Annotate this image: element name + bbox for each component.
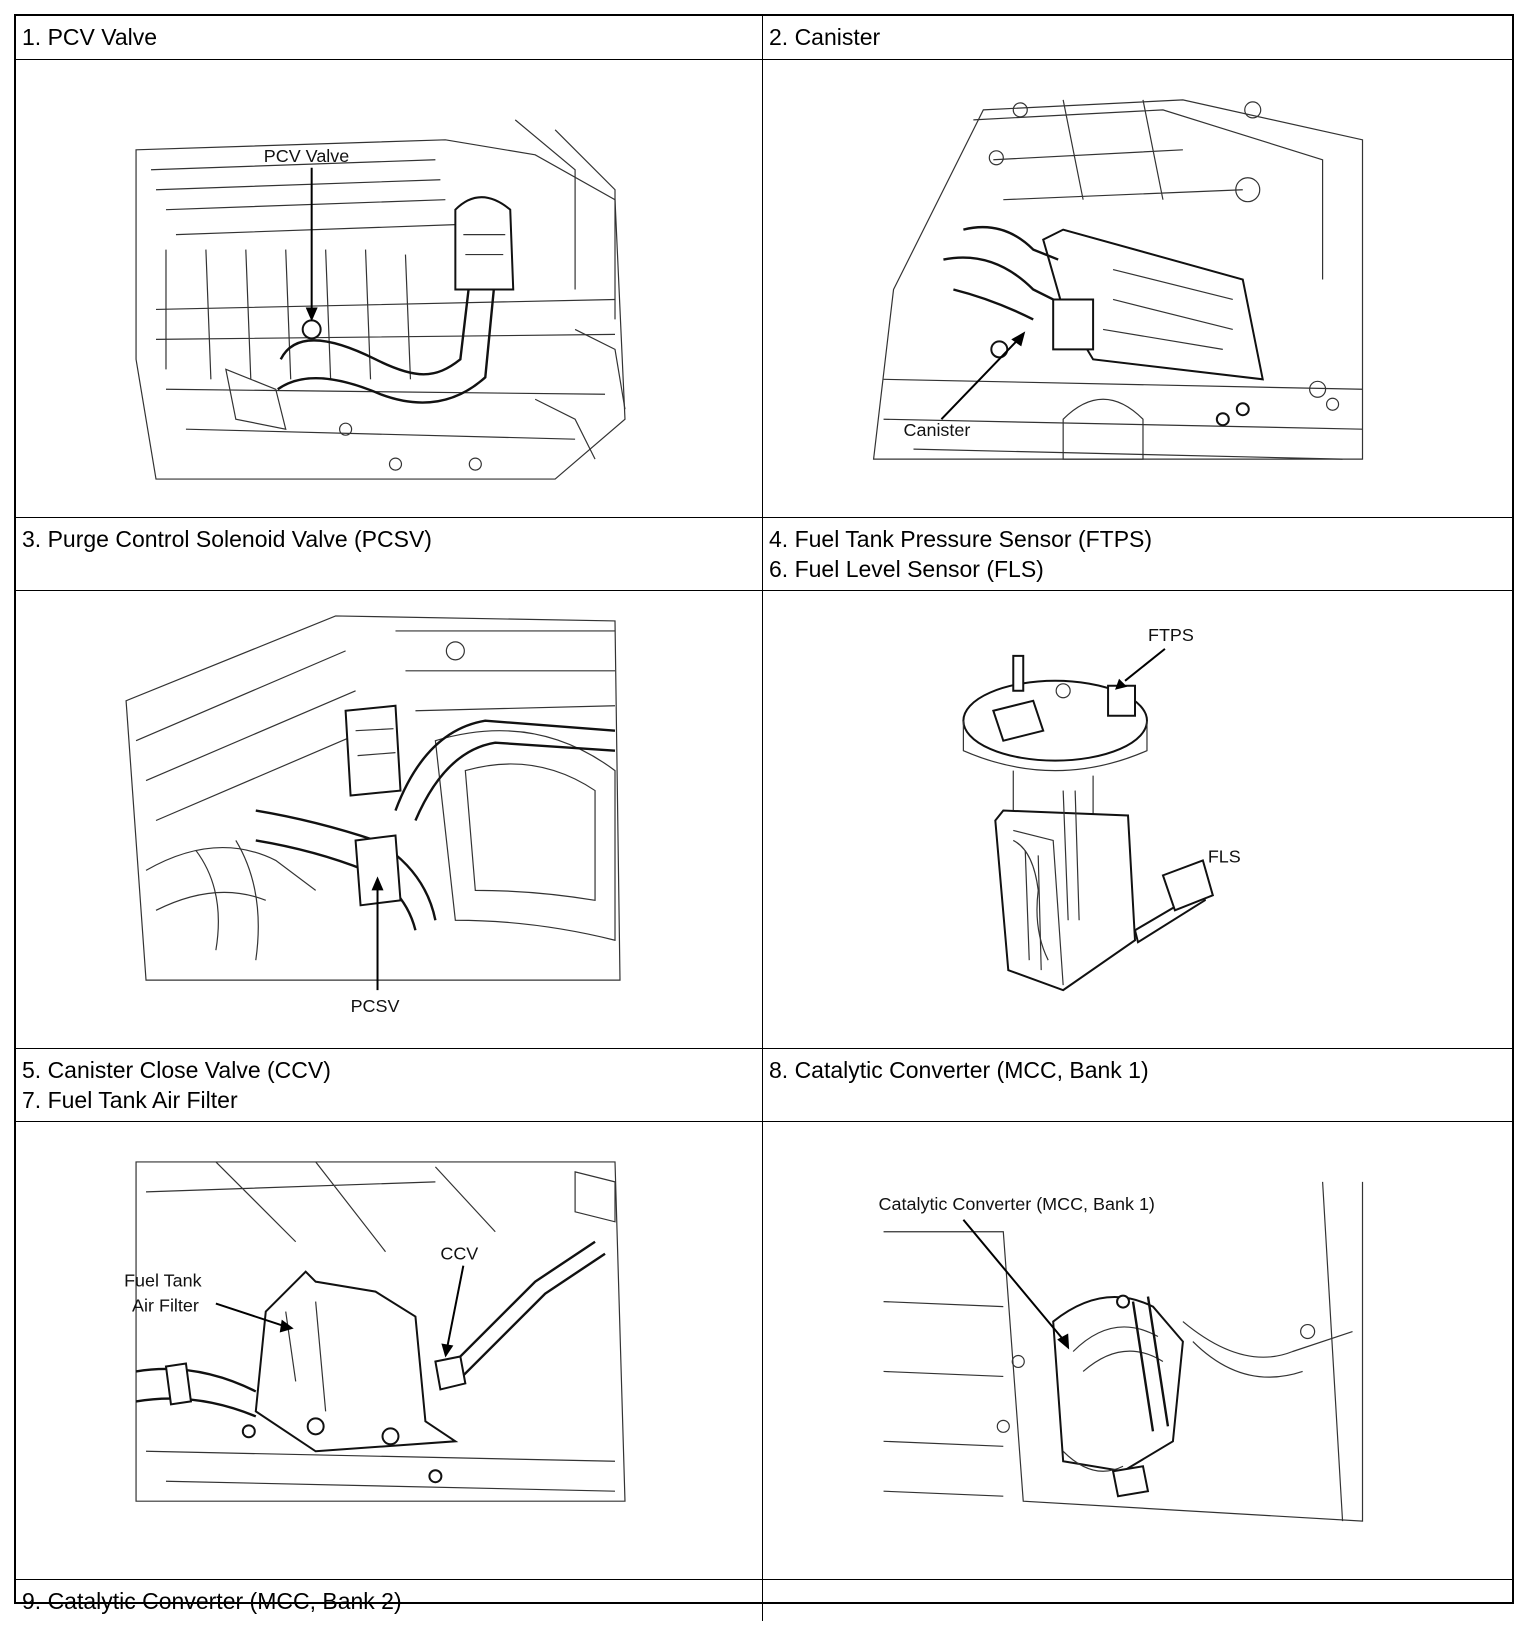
header-line: 9. Catalytic Converter (MCC, Bank 2)	[22, 1588, 402, 1614]
figure-canister: Canister	[763, 60, 1512, 518]
ccv-air-filter-illustration: Fuel Tank Air Filter CCV	[124, 1161, 626, 1502]
callout-air-filter: Air Filter	[132, 1296, 199, 1316]
header-pcsv: 3. Purge Control Solenoid Valve (PCSV)	[16, 518, 763, 591]
canister-illustration: Canister	[872, 99, 1364, 460]
component-location-table: 1. PCV Valve 2. Canister	[14, 14, 1514, 1621]
header-canister: 2. Canister	[763, 16, 1512, 60]
pcv-valve-illustration: PCV Valve	[135, 119, 626, 480]
header-line: 3. Purge Control Solenoid Valve (PCSV)	[22, 526, 432, 552]
callout-canister: Canister	[904, 420, 971, 440]
header-pcv-valve: 1. PCV Valve	[16, 16, 763, 60]
callout-fuel-tank: Fuel Tank	[124, 1271, 202, 1291]
figure-ftps-fls: FTPS FLS	[763, 591, 1512, 1049]
header-mcc-bank1: 8. Catalytic Converter (MCC, Bank 1)	[763, 1049, 1512, 1122]
figure-ccv-air-filter: Fuel Tank Air Filter CCV	[16, 1122, 763, 1580]
header-ftps-fls: 4. Fuel Tank Pressure Sensor (FTPS) 6. F…	[763, 518, 1512, 591]
header-mcc-bank2: 9. Catalytic Converter (MCC, Bank 2)	[16, 1580, 763, 1621]
callout-ftps: FTPS	[1148, 625, 1194, 645]
empty-cell	[763, 1580, 1512, 1621]
figure-pcv-valve: PCV Valve	[16, 60, 763, 518]
header-ccv-air-filter: 5. Canister Close Valve (CCV) 7. Fuel Ta…	[16, 1049, 763, 1122]
header-line: 1. PCV Valve	[22, 24, 158, 50]
header-line: 7. Fuel Tank Air Filter	[22, 1087, 238, 1113]
fuel-pump-module-illustration: FTPS FLS	[962, 625, 1241, 992]
callout-ccv: CCV	[440, 1244, 478, 1264]
header-line: 4. Fuel Tank Pressure Sensor (FTPS)	[769, 526, 1153, 552]
callout-fls: FLS	[1208, 846, 1241, 866]
header-line: 5. Canister Close Valve (CCV)	[22, 1057, 331, 1083]
figure-pcsv: PCSV	[16, 591, 763, 1049]
pcsv-illustration: PCSV	[125, 615, 621, 1016]
header-line: 8. Catalytic Converter (MCC, Bank 1)	[769, 1057, 1149, 1083]
callout-pcv-valve: PCV Valve	[264, 146, 349, 166]
figure-mcc-bank1: Catalytic Converter (MCC, Bank 1)	[763, 1122, 1512, 1580]
catalytic-converter-bank1-illustration: Catalytic Converter (MCC, Bank 1)	[879, 1181, 1364, 1522]
callout-pcsv: PCSV	[351, 996, 400, 1016]
callout-catalytic-converter: Catalytic Converter (MCC, Bank 1)	[879, 1194, 1155, 1214]
header-line: 2. Canister	[769, 24, 881, 50]
header-line: 6. Fuel Level Sensor (FLS)	[769, 556, 1044, 582]
